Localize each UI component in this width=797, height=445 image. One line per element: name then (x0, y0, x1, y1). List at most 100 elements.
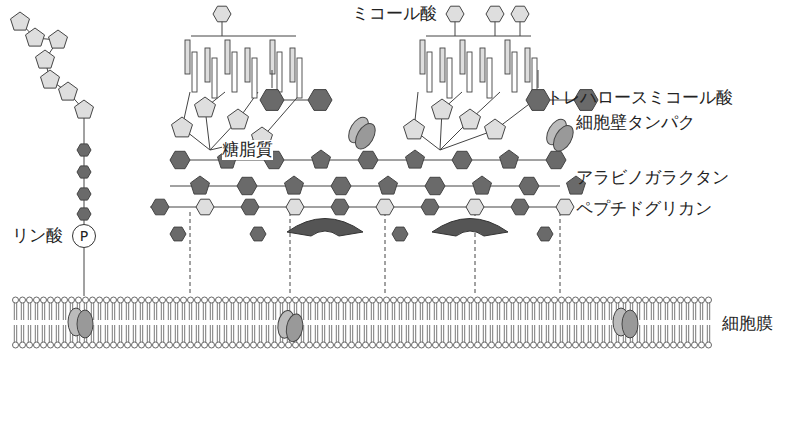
molecules (11, 6, 639, 343)
pentose-ring (473, 176, 492, 194)
bond-line (495, 20, 496, 36)
mycolic-acid-chain (212, 58, 217, 98)
part-label: ミコール酸 (352, 4, 437, 24)
mycolic-acid-chain (205, 48, 210, 82)
pentose-ring (191, 176, 210, 194)
part-label: トレハロースミコール酸 (546, 88, 733, 108)
pentose-ring (312, 150, 331, 168)
hexose-ring (452, 151, 472, 168)
bond-line (538, 70, 539, 88)
bond-line (222, 20, 223, 36)
part-label: 細胞膜 (722, 314, 773, 334)
hexose-ring (331, 199, 349, 215)
bond-line (190, 212, 191, 296)
hexose-ring (376, 199, 394, 215)
bond-line (385, 212, 386, 296)
bond-line (290, 212, 291, 296)
hexose-ring (425, 177, 445, 194)
hexose-ring (308, 90, 332, 111)
pentose-ring (49, 30, 68, 48)
part-label: 糖脂質 (222, 140, 273, 160)
pentose-ring (195, 97, 216, 117)
hexose-ring (241, 199, 259, 215)
hexose-ring (392, 227, 408, 241)
mycolic-acid-chain (232, 52, 237, 92)
pentose-ring (41, 70, 60, 88)
pentose-ring (75, 100, 94, 118)
bond-line (272, 70, 273, 88)
hexose-ring (170, 227, 186, 241)
pentose-ring (36, 50, 55, 68)
bond-line (84, 248, 85, 296)
protein (351, 120, 379, 152)
pentose-ring (172, 117, 193, 137)
mycolic-acid-chain (440, 48, 445, 82)
mycolic-acid-chain (225, 40, 230, 74)
lipid-bilayer (12, 294, 712, 350)
protein (622, 310, 638, 338)
mycolic-acid-chain (297, 58, 302, 98)
bond-line (426, 36, 531, 37)
bond-line (560, 212, 561, 296)
pentose-ring (26, 28, 45, 46)
pentose-ring (406, 150, 425, 168)
mycolic-acid-chain (467, 52, 472, 92)
bond-line (520, 20, 521, 36)
hexose-ring (466, 199, 484, 215)
protein (77, 310, 93, 338)
hexose-ring (77, 208, 91, 220)
hexose-ring (213, 6, 231, 22)
mycolic-acid-chain (505, 40, 510, 74)
mycolic-acid-chain (480, 48, 485, 82)
bond-line (455, 20, 456, 36)
hexose-ring (77, 166, 91, 178)
pentose-ring (432, 99, 453, 119)
mycolic-acid-chain (460, 40, 465, 74)
phosphate-circle: P (72, 224, 96, 248)
hexose-ring (358, 151, 378, 168)
mycolic-acid-chain (270, 40, 275, 74)
pentose-ring (460, 109, 481, 129)
hexose-ring (486, 6, 504, 22)
hexose-ring (331, 177, 351, 194)
mycolic-acid-chain (525, 48, 530, 82)
hexose-ring (196, 199, 214, 215)
hexose-ring (546, 151, 566, 168)
hexose-ring (537, 227, 553, 241)
hexose-ring (421, 199, 439, 215)
pentose-ring (11, 12, 30, 30)
mycolic-acid-chain (290, 48, 295, 82)
mycolic-acid-chain (420, 40, 425, 74)
hexose-ring (77, 188, 91, 200)
part-label: ペプチドグリカン (576, 199, 712, 219)
bond-line (170, 186, 560, 187)
pentose-ring (379, 176, 398, 194)
node-text: P (80, 228, 88, 244)
part-label: リン酸 (12, 226, 63, 246)
pentose-ring (404, 119, 425, 139)
pentose-ring (485, 119, 506, 139)
part-label: アラビノガラクタン (576, 168, 729, 188)
hexose-ring (511, 199, 529, 215)
hexose-ring (260, 90, 284, 111)
crescent-protein (432, 219, 508, 237)
protein (549, 122, 577, 154)
mycolic-acid-chain (192, 52, 197, 92)
pentose-ring (285, 176, 304, 194)
pentose-ring (59, 82, 78, 100)
mycolic-acid-chain (512, 52, 517, 92)
hexose-ring (250, 227, 266, 241)
hexose-ring (170, 151, 190, 168)
hexose-ring (237, 177, 257, 194)
pentose-ring (228, 109, 249, 129)
mycolic-acid-chain (185, 40, 190, 74)
hexose-ring (286, 199, 304, 215)
mycolic-acid-chain (245, 48, 250, 82)
hexose-ring (511, 6, 529, 22)
hexose-ring (151, 199, 169, 215)
hexose-ring (519, 177, 539, 194)
mycolic-acid-chain (487, 58, 492, 98)
mycolic-acid-chain (252, 58, 257, 98)
